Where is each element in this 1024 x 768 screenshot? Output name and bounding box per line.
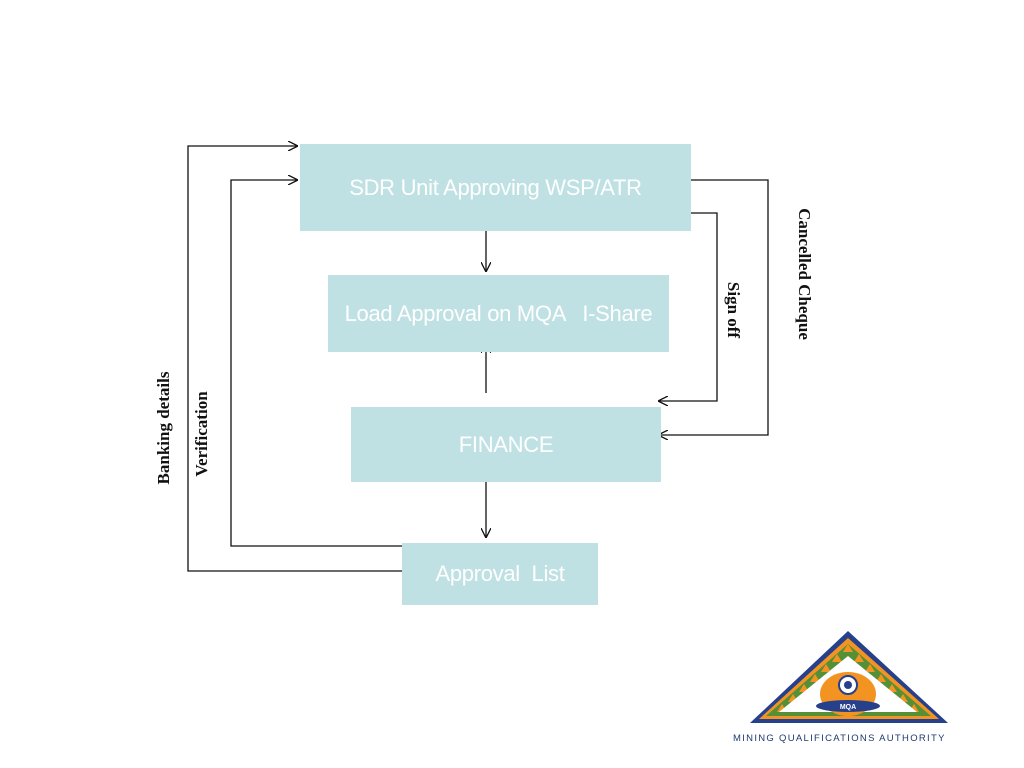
load-approval-box: Load Approval on MQA I-Share (328, 275, 669, 352)
verification-label: Verification (192, 391, 211, 477)
approval-list-box: Approval List (402, 543, 598, 605)
arrow-banking-details (187, 146, 402, 572)
cancelled-cheque-label: Cancelled Cheque (795, 208, 814, 340)
arrow-cancelled-cheque (658, 179, 769, 435)
arrow-verification (230, 180, 402, 547)
sdr-unit-box: SDR Unit Approving WSP/ATR (300, 144, 691, 231)
logo-caption: MINING QUALIFICATIONS AUTHORITY (733, 733, 946, 744)
arrow-sign-off (658, 212, 718, 401)
logo-badge-text: MQA (840, 704, 856, 711)
sign-off-label: Sign off (724, 281, 743, 339)
mqa-logo: MQA (750, 631, 948, 723)
finance-box: FINANCE (351, 407, 661, 482)
banking-details-label: Banking details (154, 371, 173, 485)
